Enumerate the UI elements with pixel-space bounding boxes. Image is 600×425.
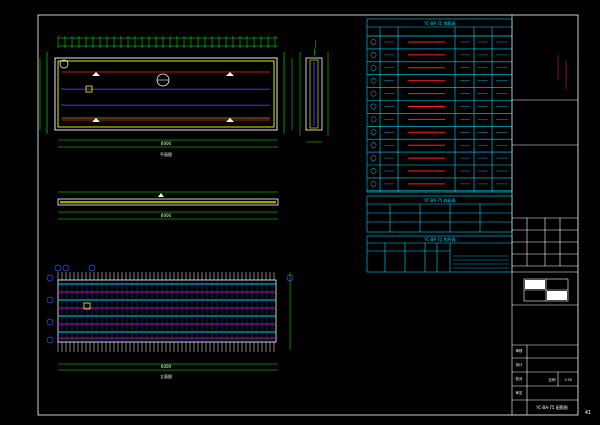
section-dim-total: 6000	[161, 213, 172, 218]
material-table-title: YC-BA-75 材料表	[423, 197, 456, 203]
elev-dim-total: 6000	[161, 364, 172, 369]
side-section-view	[299, 39, 329, 143]
elevation-view: 6000 立面图	[46, 264, 294, 379]
tb-check-label: 校对	[516, 376, 524, 381]
plan-caption: 平面图	[160, 151, 172, 157]
title-block	[511, 15, 578, 415]
long-section-view: 6000	[57, 191, 279, 220]
tb-scale-label: 比例	[549, 377, 557, 382]
member-table-title: YC-BA-75 构件表	[423, 236, 456, 242]
plan-dim-total: 6000	[161, 141, 172, 146]
tb-scale-value: 1:50	[564, 378, 572, 382]
plan-view: 6000 平面图	[39, 36, 293, 157]
tb-review-label: 审核	[516, 348, 524, 353]
rebar-table-title: YC-BA-75 钢筋表	[423, 20, 456, 26]
rebar-schedule-table	[366, 18, 513, 193]
tb-drawing-no: YC-BA-75 配筋图	[535, 404, 568, 410]
elev-caption: 立面图	[160, 373, 172, 379]
page-number: 41	[585, 410, 591, 416]
drawing-frame	[37, 14, 579, 416]
tb-design-label: 设计	[516, 362, 524, 367]
tb-approve-label: 审定	[516, 390, 524, 395]
